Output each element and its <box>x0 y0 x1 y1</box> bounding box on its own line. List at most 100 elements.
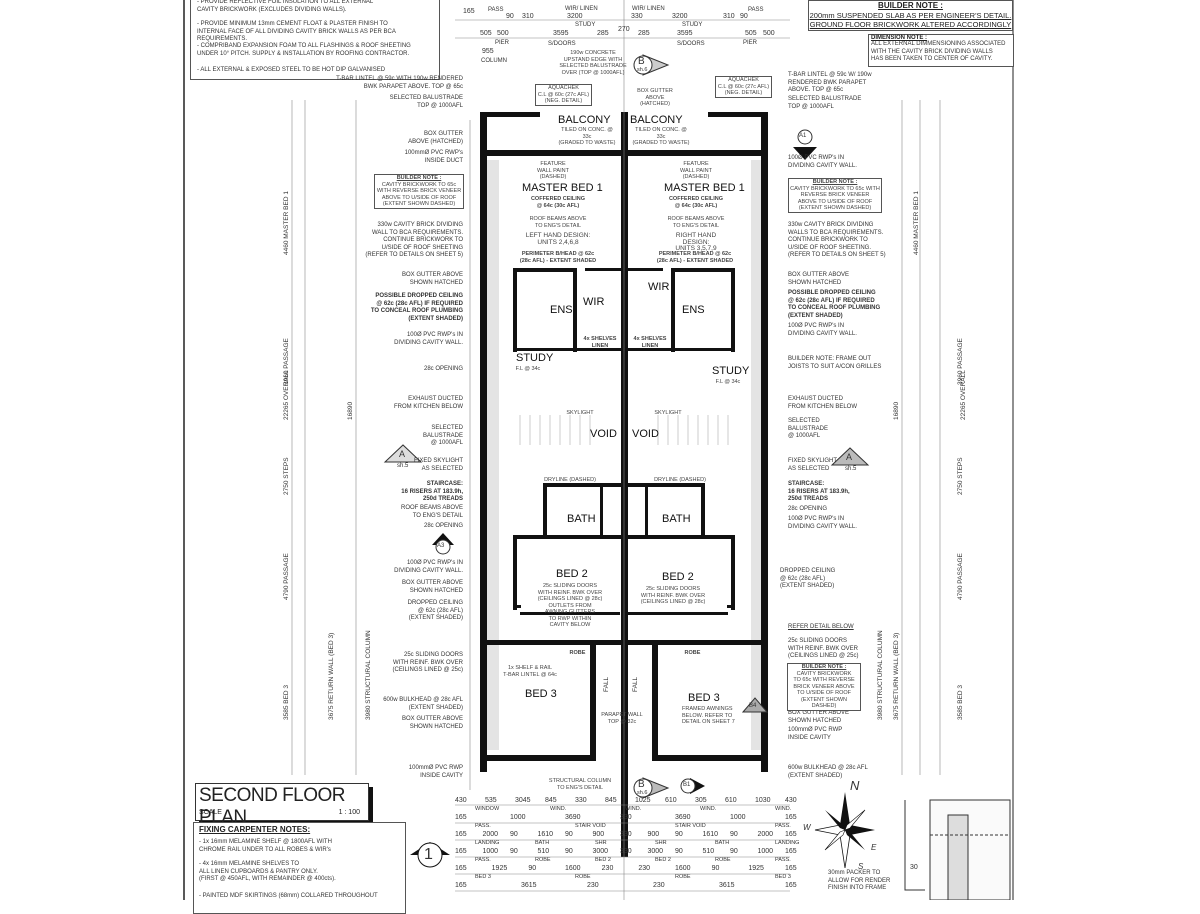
wall <box>590 645 596 761</box>
section-marker-icon <box>410 842 450 868</box>
aquachek-note: AQUACHEK C.L @ 60c (27c AFL) (NEG. DETAI… <box>535 84 592 106</box>
bottom-dimension-value: 90 <box>730 831 738 838</box>
marker-label: A1 <box>799 133 807 139</box>
side-dimension-label: 3980 STRUCTURAL COLUMN <box>365 630 372 720</box>
annotation-right: POSSIBLE DROPPED CEILING @ 62c (28c AFL)… <box>788 290 881 319</box>
annotation-right: 25c SLIDING DOORS WITH REINF. BWK OVER (… <box>788 638 859 659</box>
general-notes-box: - PROVIDE REFLECTIVE FOIL INSULATION TO … <box>190 0 440 80</box>
annotation-right: BUILDER NOTE: FRAME OUT JOISTS TO SUIT A… <box>788 356 882 370</box>
dim-label: 285 <box>597 30 609 37</box>
room-note: 25c SLIDING DOORS WITH REINF. BWK OVER (… <box>640 586 706 605</box>
bottom-dimension-label: ROBE <box>715 857 731 863</box>
wall <box>627 348 735 351</box>
dim-label: 3595 <box>553 30 569 37</box>
room-label-wir-right: WIR <box>648 281 670 293</box>
right-builder-note: BUILDER NOTE :CAVITY BRICKWORK TO 65c WI… <box>788 178 882 213</box>
dim-label: WIR/ LINEN <box>565 6 598 12</box>
bottom-dimension-value: 230 <box>587 882 599 889</box>
side-dimension-label: 4790 PASSAGE <box>283 553 290 600</box>
dim-label: 500 <box>497 30 509 37</box>
room-note: SKYLIGHT <box>566 410 594 416</box>
room-note: F.L @ 34c <box>515 366 541 372</box>
dim-label: PASS <box>488 7 504 13</box>
dimension-note-text: ALL EXTERNAL DIMMENSIONING ASSOCIATED WI… <box>871 41 1006 62</box>
wall <box>513 348 621 351</box>
dim-label: 3200 <box>672 13 688 20</box>
annotation-right: BOX GUTTER ABOVE SHOWN HATCHED <box>788 272 850 286</box>
room-note: 1x SHELF & RAIL T-BAR LINTEL @ 64c <box>503 665 557 678</box>
wall <box>513 535 621 539</box>
bottom-dimension-value: 305 <box>695 797 707 804</box>
annotation-right: SELECTED BALUSTRADE TOP @ 1000AFL <box>788 96 862 110</box>
bottom-dimension-value: 90 <box>675 831 683 838</box>
bottom-dimension-value: 510 <box>537 848 550 855</box>
dimension-note-title: DIMENSION NOTE : <box>871 35 928 41</box>
bottom-dimension-label: BATH <box>715 840 730 846</box>
annotation-right: 100Ø PVC RWP's IN DIVIDING CAVITY WALL. <box>788 155 857 169</box>
note-item: - PROVIDE REFLECTIVE FOIL INSULATION TO … <box>197 0 374 13</box>
marker-label: A3 <box>437 543 445 549</box>
bottom-dimension-value: 165 <box>785 865 797 872</box>
bottom-dimension-label: LANDING <box>475 840 500 846</box>
packer-detail-drawing <box>904 799 1011 900</box>
wall <box>513 268 517 352</box>
wall <box>761 112 768 772</box>
bottom-dimension-label: WIND. <box>625 806 642 812</box>
room-note: F.L @ 34c <box>715 379 741 385</box>
bottom-dimension-value: 165 <box>455 865 467 872</box>
annotation-left: FIXED SKYLIGHT AS SELECTED <box>413 458 463 472</box>
section-A1-marker-icon <box>793 129 817 160</box>
annotation-left: 25c SLIDING DOORS WITH REINF. BWK OVER (… <box>392 652 463 673</box>
annotation-left: SELECTED BALUSTRADE TOP @ 1000AFL <box>389 95 463 109</box>
annotation-left: BOX GUTTER ABOVE SHOWN HATCHED <box>401 716 463 730</box>
room-note: PERIMETER B/HEAD @ 62c (28c AFL) - EXTEN… <box>656 251 734 264</box>
wall <box>543 483 621 487</box>
bottom-dimension-value: 90 <box>730 848 738 855</box>
left-builder-note: BUILDER NOTE :CAVITY BRICKWORK TO 65c WI… <box>374 174 464 209</box>
detail-dimension: 30 <box>910 864 918 871</box>
wall <box>585 268 621 271</box>
bottom-dimension-value: 610 <box>725 797 737 804</box>
bottom-dimension-value: 90 <box>565 831 573 838</box>
annotation-left: ROOF BEAMS ABOVE TO ENG'S DETAIL <box>400 505 463 519</box>
bottom-dimension-value: 165 <box>455 848 467 855</box>
room-label-wir-left: WIR <box>583 296 605 308</box>
wall <box>543 483 547 535</box>
marker-label: sh.5 <box>845 466 857 472</box>
compass-west: W <box>803 823 811 832</box>
bottom-dimension-label: ROBE <box>675 874 691 880</box>
bottom-dimension-value: 900 <box>592 831 605 838</box>
fall-label: FALL <box>632 676 639 692</box>
annotation-left: 330w CAVITY BRICK DIVIDING WALL TO BCA R… <box>365 222 463 258</box>
bottom-dimension-value: 90 <box>510 848 518 855</box>
bottom-dimension-label: ROBE <box>535 857 551 863</box>
room-label-bed-3-left: BED 3 <box>525 688 557 700</box>
dim-label: PIER <box>743 40 758 46</box>
dim-label: S/DOORS <box>548 41 576 47</box>
dim-label: 310 <box>723 13 735 20</box>
wall <box>480 112 487 772</box>
bottom-dimension-label: WIND. <box>775 806 792 812</box>
builder-note-title: BUILDER NOTE : <box>878 1 943 10</box>
side-dimension-label: 3980 STRUCTURAL COLUMN <box>877 630 884 720</box>
annotation-right: REFER DETAIL BELOW <box>788 624 854 630</box>
builder-note-text: CAVITY BRICKWORK TO 65c WITH REVERSE BRI… <box>790 185 880 212</box>
dim-label: 505 <box>480 30 492 37</box>
dim-label: 3595 <box>677 30 693 37</box>
bottom-dimension-value: 1000 <box>730 814 746 821</box>
room-label-ensuite-right: ENS <box>682 304 705 316</box>
bottom-dimension-label: SHR <box>655 840 667 846</box>
side-dimension-label: 16890 <box>347 401 354 420</box>
dim-label: 3200 <box>567 13 583 20</box>
bottom-dimension-value: 3690 <box>565 814 581 821</box>
builder-note-text: CAVITY BRICKWORK TO 65c WITH REVERSE BRI… <box>793 670 855 710</box>
dim-label: 270 <box>618 26 630 33</box>
annotation-left: BOX GUTTER ABOVE (HATCHED) <box>408 131 463 145</box>
bottom-dimension-label: STAIR VOID <box>675 823 706 829</box>
wall <box>627 268 663 271</box>
annotation-left: STAIRCASE: 16 RISERS AT 183.9h, 250d TRE… <box>401 481 463 502</box>
bottom-dimension-label: BATH <box>535 840 550 846</box>
bottom-dimension-value: 165 <box>785 831 797 838</box>
bottom-dimension-label: WIND. <box>550 806 567 812</box>
dim-label: 500 <box>763 30 775 37</box>
